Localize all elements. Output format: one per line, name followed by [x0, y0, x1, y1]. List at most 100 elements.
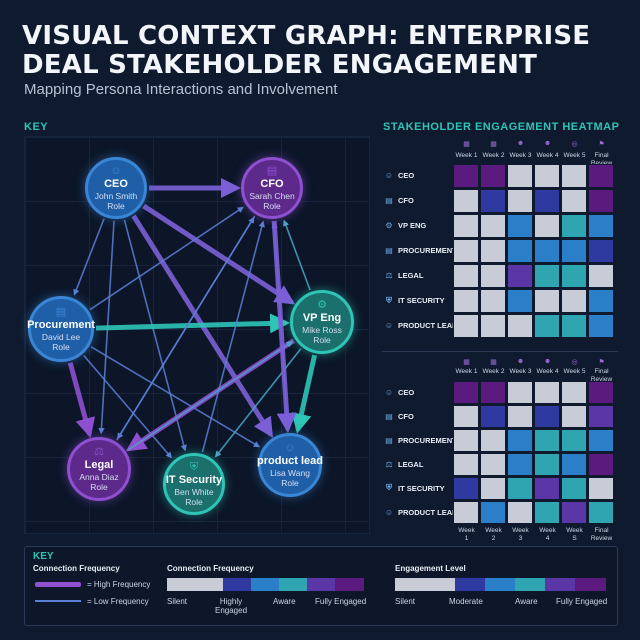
bottom-column-label: Week 2: [482, 368, 505, 375]
bot-heatmap-cell[interactable]: [453, 381, 479, 404]
briefcase-icon: ▤: [266, 165, 278, 177]
top-heatmap-cell[interactable]: [561, 189, 587, 213]
top-heatmap-cell[interactable]: [534, 264, 560, 288]
top-heatmap-cell[interactable]: [507, 164, 533, 188]
bot-heatmap-cell[interactable]: [561, 501, 587, 524]
top-heatmap-cell[interactable]: [534, 164, 560, 188]
footer-label-part: Final: [594, 527, 609, 534]
top-heatmap-cell[interactable]: [588, 289, 614, 313]
bot-heatmap-cell[interactable]: [588, 429, 614, 452]
top-heatmap-cell[interactable]: [588, 164, 614, 188]
top-heatmap-cell[interactable]: [588, 214, 614, 238]
briefcase-icon: ▤: [385, 435, 393, 445]
person-icon: ☺: [384, 507, 394, 517]
top-heatmap-cell[interactable]: [453, 214, 479, 238]
bot-heatmap-cell[interactable]: [561, 477, 587, 500]
top-heatmap-cell[interactable]: [480, 214, 506, 238]
scale-icon: ⚖: [94, 446, 104, 458]
top-heatmap-cell[interactable]: [588, 239, 614, 263]
top-heatmap-cell[interactable]: [534, 214, 560, 238]
bot-heatmap-cell[interactable]: [453, 477, 479, 500]
bot-heatmap-cell[interactable]: [453, 501, 479, 524]
bot-heatmap-cell[interactable]: [561, 405, 587, 428]
footer-label-part: Week: [512, 527, 529, 534]
bot-heatmap-cell[interactable]: [534, 477, 560, 500]
bot-heatmap-cell[interactable]: [561, 429, 587, 452]
bot-heatmap-cell[interactable]: [507, 381, 533, 404]
top-row-label: ⚙VP ENG: [382, 213, 426, 238]
top-heatmap-cell[interactable]: [588, 314, 614, 338]
top-heatmap-cell[interactable]: [561, 214, 587, 238]
top-heatmap-cell[interactable]: [507, 189, 533, 213]
bot-heatmap-cell[interactable]: [534, 405, 560, 428]
bot-heatmap-cell[interactable]: [507, 453, 533, 476]
top-heatmap-cell[interactable]: [480, 189, 506, 213]
top-heatmap-cell[interactable]: [561, 289, 587, 313]
top-heatmap-cell[interactable]: [480, 289, 506, 313]
bot-heatmap-cell[interactable]: [453, 429, 479, 452]
top-heatmap-cell[interactable]: [480, 314, 506, 338]
bot-heatmap-cell[interactable]: [507, 501, 533, 524]
top-heatmap-cell[interactable]: [480, 164, 506, 188]
top-heatmap-cell[interactable]: [534, 314, 560, 338]
top-heatmap-cell[interactable]: [453, 189, 479, 213]
bot-heatmap-cell[interactable]: [480, 501, 506, 524]
top-heatmap-cell[interactable]: [507, 264, 533, 288]
bot-heatmap-cell[interactable]: [507, 477, 533, 500]
bot-heatmap-cell[interactable]: [561, 381, 587, 404]
bot-heatmap-cell[interactable]: [588, 381, 614, 404]
top-heatmap-cell[interactable]: [453, 314, 479, 338]
bot-heatmap-cell[interactable]: [534, 429, 560, 452]
top-heatmap-cell[interactable]: [507, 214, 533, 238]
top-heatmap-cell[interactable]: [507, 314, 533, 338]
top-heatmap-cell[interactable]: [561, 239, 587, 263]
bot-heatmap-cell[interactable]: [588, 501, 614, 524]
bot-heatmap-cell[interactable]: [534, 501, 560, 524]
top-heatmap-cell[interactable]: [480, 239, 506, 263]
top-heatmap-cell[interactable]: [534, 239, 560, 263]
bot-heatmap-cell[interactable]: [588, 477, 614, 500]
bot-heatmap-cell[interactable]: [534, 381, 560, 404]
top-heatmap-cell[interactable]: [588, 189, 614, 213]
bot-heatmap-cell[interactable]: [480, 429, 506, 452]
top-heatmap-cell[interactable]: [534, 289, 560, 313]
briefcase-icon: ▤: [55, 306, 67, 318]
node-name: CEO: [104, 178, 128, 190]
bot-heatmap-cell[interactable]: [453, 453, 479, 476]
bot-heatmap-cell[interactable]: [480, 477, 506, 500]
bot-heatmap-cell[interactable]: [588, 453, 614, 476]
bot-row-text: PRODUCT LEAD: [398, 507, 458, 517]
bot-heatmap-cell[interactable]: [588, 405, 614, 428]
bot-heatmap-cell[interactable]: [507, 429, 533, 452]
top-heatmap-cell[interactable]: [561, 264, 587, 288]
bot-heatmap-cell[interactable]: [507, 405, 533, 428]
top-heatmap-cell[interactable]: [561, 164, 587, 188]
bot-heatmap-cell[interactable]: [453, 405, 479, 428]
scale1-heading: Connection Frequency: [167, 564, 254, 573]
top-heatmap-cell[interactable]: [507, 289, 533, 313]
top-heatmap-cell[interactable]: [534, 189, 560, 213]
top-heatmap-cell[interactable]: [588, 264, 614, 288]
bot-heatmap-cell[interactable]: [480, 381, 506, 404]
top-heatmap-cell[interactable]: [453, 264, 479, 288]
top-heatmap-cell[interactable]: [453, 239, 479, 263]
bot-heatmap-cell[interactable]: [480, 453, 506, 476]
footer-label-part: 2: [491, 535, 496, 542]
scale1-swatch: [307, 578, 336, 591]
top-heatmap-cell[interactable]: [453, 289, 479, 313]
person-icon: ☺: [284, 442, 296, 454]
bot-heatmap-cell[interactable]: [534, 453, 560, 476]
top-heatmap-cell[interactable]: [453, 164, 479, 188]
top-heatmap-cell[interactable]: [561, 314, 587, 338]
top-heatmap-cell[interactable]: [507, 239, 533, 263]
top-heatmap-cell[interactable]: [480, 264, 506, 288]
bot-heatmap-cell[interactable]: [561, 453, 587, 476]
bot-heatmap-cell[interactable]: [480, 405, 506, 428]
